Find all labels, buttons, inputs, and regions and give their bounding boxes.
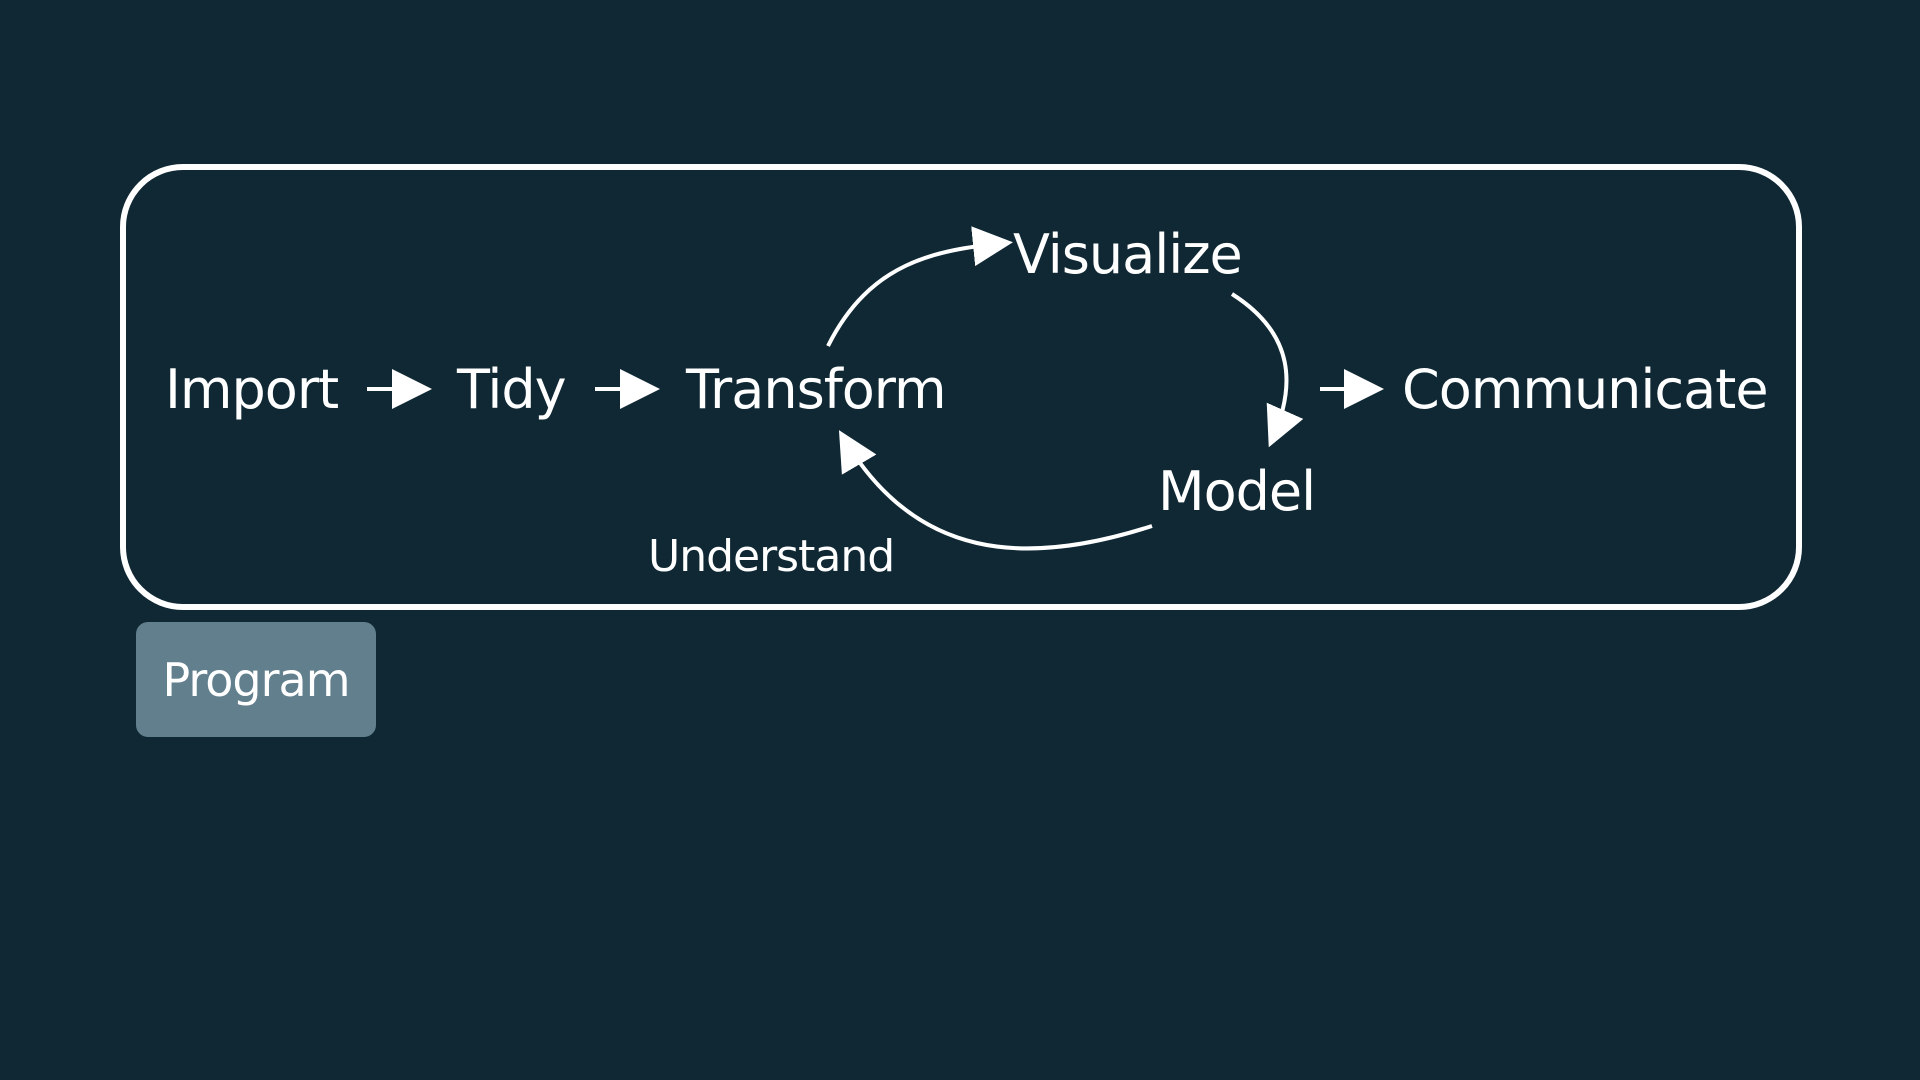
arrow-visualize-to-model	[1230, 292, 1304, 448]
program-box: Program	[136, 622, 376, 737]
node-transform: Transform	[685, 358, 946, 421]
node-visualize: Visualize	[1013, 223, 1242, 286]
node-communicate: Communicate	[1402, 358, 1768, 421]
node-tidy: Tidy	[456, 358, 566, 421]
node-import: Import	[165, 358, 338, 421]
arrow-transform-to-visualize	[826, 226, 1013, 347]
program-label: Program	[162, 652, 350, 707]
understand-frame	[120, 164, 1802, 610]
group-label-understand: Understand	[648, 531, 894, 582]
node-model: Model	[1158, 460, 1315, 523]
arrow-model-to-transform	[838, 430, 1153, 551]
